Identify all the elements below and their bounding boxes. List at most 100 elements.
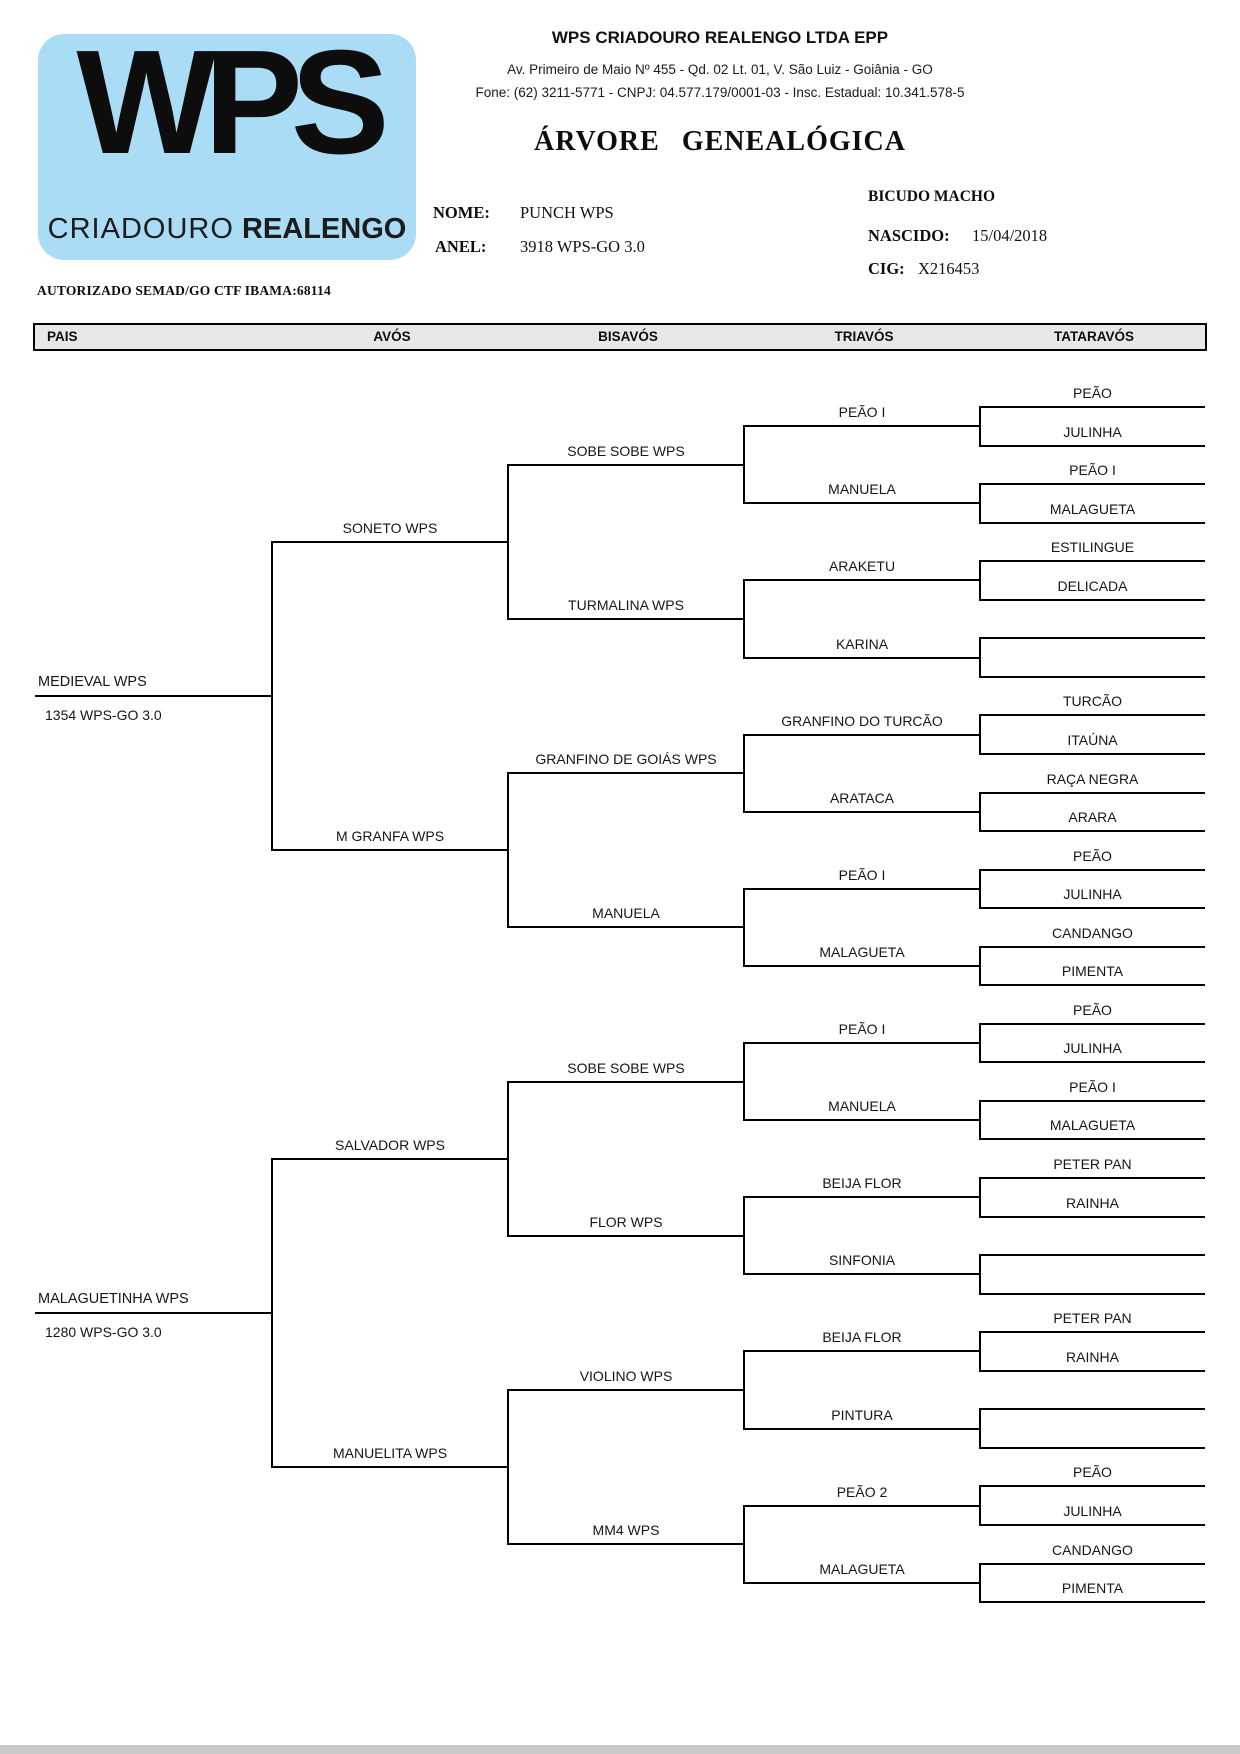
ancestor-name: PIMENTA <box>1061 1580 1124 1596</box>
pedigree-branch-line <box>744 811 980 813</box>
pedigree-bracket-vertical <box>743 425 745 504</box>
pedigree-bracket-vertical <box>271 541 273 851</box>
ancestor-name: PETER PAN <box>1053 1310 1132 1326</box>
column-header-bisavos: BISAVÓS <box>598 329 658 344</box>
ancestor-name: JULINHA <box>1063 1503 1122 1519</box>
ancestor-name: M GRANFA WPS <box>335 828 445 844</box>
anel-label: ANEL: <box>435 237 487 256</box>
pedigree-branch-line <box>980 907 1205 909</box>
ancestor-name: RAINHA <box>1066 1349 1119 1365</box>
pedigree-branch-line <box>744 1196 980 1198</box>
pedigree-branch-line <box>508 1081 744 1083</box>
pedigree-bracket-vertical <box>979 1331 981 1372</box>
pedigree-bracket-vertical <box>979 483 981 524</box>
pedigree-bracket-vertical <box>271 1158 273 1468</box>
ancestor-name: MALAGUETINHA WPS <box>38 1291 189 1307</box>
pedigree-branch-line <box>744 1582 980 1584</box>
ancestor-name: TURCÃO <box>1062 693 1123 709</box>
logo-subtitle-light: CRIADOURO <box>47 213 234 245</box>
pedigree-branch-line <box>980 1177 1205 1179</box>
ancestor-name: BEIJA FLOR <box>822 1329 902 1345</box>
pedigree-bracket-vertical <box>743 1196 745 1275</box>
pedigree-branch-line <box>508 618 744 620</box>
pedigree-bracket-vertical <box>507 772 509 928</box>
ancestor-name: MALAGUETA <box>819 944 905 960</box>
company-name: WPS CRIADOURO REALENGO LTDA EPP <box>551 28 889 47</box>
ancestor-name: ARAKETU <box>828 558 896 574</box>
pedigree-bracket-vertical <box>979 1408 981 1449</box>
pedigree-branch-line <box>980 637 1205 639</box>
ancestor-name: PEÃO I <box>1069 1079 1116 1095</box>
pedigree-branch-line <box>980 1408 1205 1410</box>
pedigree-branch-line <box>272 1466 508 1468</box>
pedigree-branch-line <box>980 1254 1205 1256</box>
ancestor-name: PINTURA <box>831 1407 893 1423</box>
ancestor-name: FLOR WPS <box>589 1214 663 1230</box>
pedigree-branch-line <box>980 1524 1205 1526</box>
pedigree-bracket-vertical <box>979 1177 981 1218</box>
logo-subtitle-bold: REALENGO <box>241 213 407 245</box>
pedigree-branch-line <box>508 1543 744 1545</box>
column-header-pais: PAIS <box>47 329 78 344</box>
authorization-line: AUTORIZADO SEMAD/GO CTF IBAMA:68114 <box>37 283 331 298</box>
pedigree-branch-line <box>744 1119 980 1121</box>
pedigree-branch-line <box>980 1331 1205 1333</box>
pedigree-branch-line <box>980 1138 1205 1140</box>
pedigree-branch-line <box>980 1100 1205 1102</box>
pedigree-branch-line <box>980 445 1205 447</box>
nome-label: NOME: <box>433 203 490 222</box>
ancestor-name: PEÃO I <box>838 404 886 420</box>
pedigree-branch-line <box>508 464 744 466</box>
ancestor-name: PEÃO I <box>838 1021 886 1037</box>
ancestor-name: ITAÚNA <box>1067 732 1118 748</box>
ancestor-name: CANDANGO <box>1052 925 1133 941</box>
page-bottom-strip <box>0 1745 1240 1754</box>
ancestor-name: SALVADOR WPS <box>335 1137 445 1153</box>
nascido-value: 15/04/2018 <box>972 226 1048 245</box>
pedigree-branch-line <box>980 1601 1205 1603</box>
pedigree-bracket-vertical <box>507 1389 509 1545</box>
pedigree-branch-line <box>744 657 980 659</box>
pedigree-branch-line <box>980 599 1205 601</box>
pedigree-bracket-vertical <box>979 1023 981 1063</box>
ancestor-name: TURMALINA WPS <box>568 597 684 613</box>
ancestor-name: MANUELA <box>828 481 896 497</box>
company-address: Av. Primeiro de Maio Nº 455 - Qd. 02 Lt.… <box>507 62 933 77</box>
pedigree-branch-line <box>980 560 1205 562</box>
pedigree-branch-line <box>744 888 980 890</box>
ancestor-name: PETER PAN <box>1053 1156 1132 1172</box>
species-sex: BICUDO MACHO <box>868 188 996 205</box>
pedigree-branch-line <box>980 1370 1205 1372</box>
ancestor-name: MALAGUETA <box>1049 501 1136 517</box>
pedigree-branch-line <box>272 541 508 543</box>
pedigree-bracket-vertical <box>979 1485 981 1526</box>
pedigree-bracket-vertical <box>979 1100 981 1140</box>
ancestor-name: PEÃO <box>1073 848 1112 864</box>
ancestor-name: MANUELITA WPS <box>332 1445 448 1461</box>
ancestor-name: MEDIEVAL WPS <box>38 674 147 690</box>
ancestor-name: SOBE SOBE WPS <box>567 1060 685 1076</box>
pedigree-branch-line <box>980 676 1205 678</box>
pedigree-branch-line <box>744 734 980 736</box>
pedigree-branch-line <box>744 1042 980 1044</box>
pedigree-branch-line <box>744 965 980 967</box>
pedigree-branch-line <box>980 1485 1205 1487</box>
pedigree-branch-line <box>980 792 1205 794</box>
generation-header-bar: PAIS AVÓS BISAVÓS TRIAVÓS TATARAVÓS <box>33 323 1207 351</box>
ancestor-name: PEÃO <box>1073 1002 1112 1018</box>
cig-value: X216453 <box>918 259 980 278</box>
pedigree-bracket-vertical <box>507 464 509 620</box>
ancestor-name: PEÃO <box>1073 385 1112 401</box>
pedigree-branch-line <box>980 753 1205 755</box>
pedigree-bracket-vertical <box>979 714 981 755</box>
pedigree-branch-line <box>744 1428 980 1430</box>
pedigree-bracket-vertical <box>743 1042 745 1121</box>
nome-value: PUNCH WPS <box>520 203 614 222</box>
pedigree-branch-line <box>508 772 744 774</box>
pedigree-branch-line <box>744 1505 980 1507</box>
pedigree-bracket-vertical <box>743 888 745 967</box>
pedigree-bracket-vertical <box>979 406 981 447</box>
ancestor-name: MANUELA <box>592 905 660 921</box>
ancestor-name: RAÇA NEGRA <box>1046 771 1139 787</box>
